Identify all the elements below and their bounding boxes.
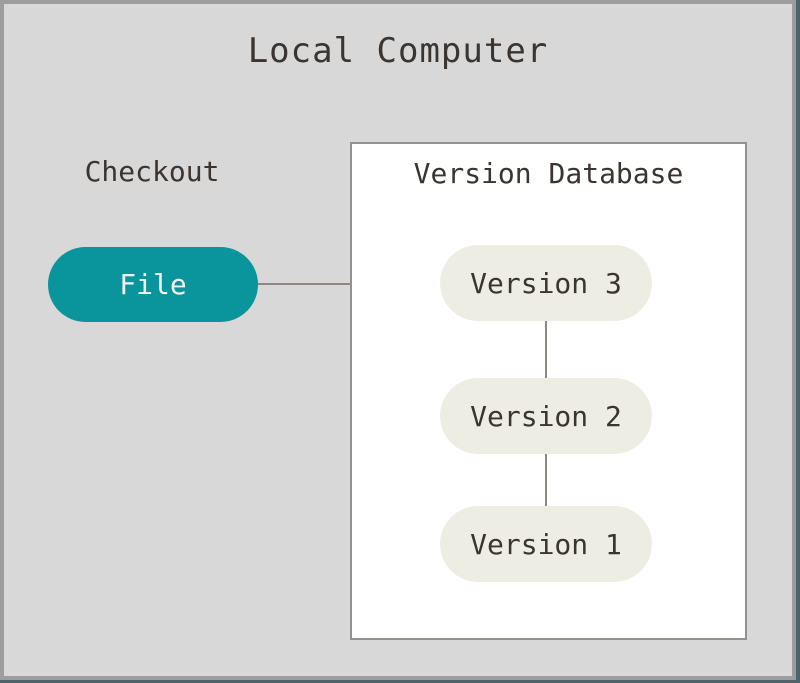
- version-database-title: Version Database: [413, 157, 684, 190]
- file-node-label: File: [119, 268, 187, 301]
- connector-version3-to-version2: [545, 316, 547, 382]
- version-database-box: Version Database Version 3 Version 2 Ver…: [350, 142, 747, 640]
- checkout-label: Checkout: [84, 155, 220, 188]
- version-node-1: Version 1: [440, 506, 652, 582]
- version-node-3: Version 3: [440, 245, 652, 321]
- version-node-3-label: Version 3: [470, 266, 622, 300]
- version-node-2-label: Version 2: [470, 399, 622, 433]
- file-node: File: [48, 247, 258, 322]
- connector-version2-to-version1: [545, 449, 547, 510]
- version-node-1-label: Version 1: [470, 527, 622, 561]
- diagram-title: Local Computer: [247, 31, 549, 71]
- version-node-2: Version 2: [440, 378, 652, 454]
- connector-file-to-version3: [258, 283, 440, 285]
